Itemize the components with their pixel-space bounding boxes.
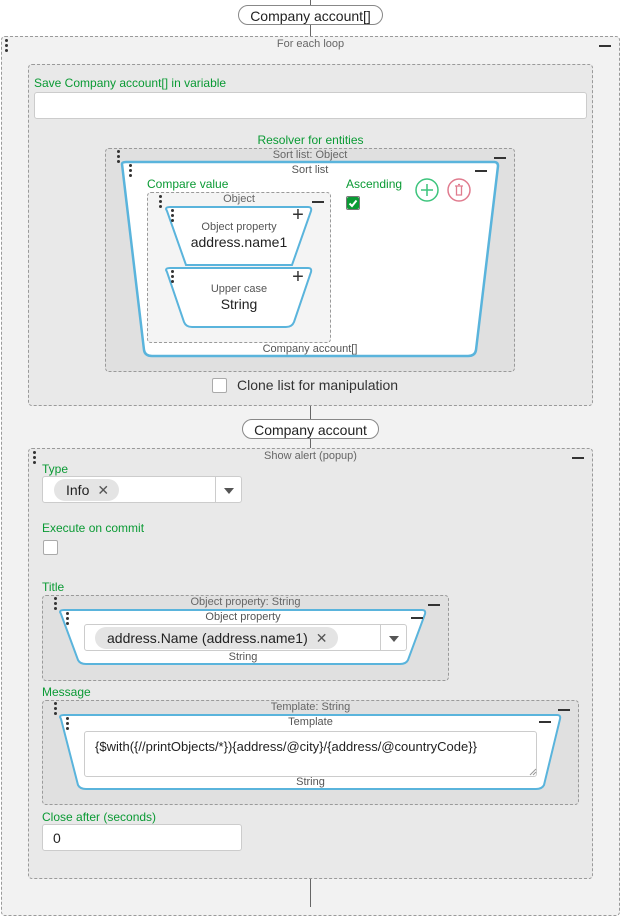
chevron-down-icon[interactable]	[224, 488, 234, 494]
type-label: Type	[42, 462, 69, 476]
title-object-property-box-title: Object property: String	[190, 596, 301, 608]
save-variable-label: Save Company account[] in variable	[34, 76, 227, 90]
sort-list-object-title: Sort list: Object	[272, 149, 348, 161]
object-property-shape	[164, 206, 313, 266]
plus-icon[interactable]: +	[292, 266, 304, 288]
drag-handle-icon[interactable]	[54, 702, 58, 717]
drag-handle-icon[interactable]	[66, 717, 70, 732]
message-template-title: Template	[288, 716, 333, 728]
select-divider	[380, 625, 381, 650]
title-type-label: String	[228, 651, 258, 663]
message-type-label: String	[296, 776, 325, 788]
upper-case-value: String	[220, 296, 258, 312]
delete-icon[interactable]	[447, 178, 471, 202]
object-property-title: Object property	[201, 221, 277, 233]
collapse-icon[interactable]	[539, 721, 551, 723]
compare-value-label: Compare value	[147, 177, 229, 191]
message-label: Message	[42, 685, 91, 699]
drag-handle-icon[interactable]	[66, 612, 70, 627]
upper-case-title: Upper case	[210, 283, 268, 295]
drag-handle-icon[interactable]	[171, 209, 175, 224]
sort-list-title: Sort list	[291, 164, 329, 176]
title-select[interactable]: address.Name (address.name1) ✕	[84, 624, 407, 651]
close-after-label: Close after (seconds)	[42, 810, 157, 824]
object-property-value: address.name1	[190, 234, 288, 250]
object-title: Object	[223, 193, 255, 205]
drag-handle-icon[interactable]	[5, 39, 9, 54]
execute-on-commit-label: Execute on commit	[42, 521, 145, 535]
resize-handle-icon[interactable]	[529, 768, 537, 776]
collapse-icon[interactable]	[494, 157, 506, 159]
title-object-property-title: Object property	[205, 611, 281, 623]
company-account-pill[interactable]: Company account	[242, 419, 379, 439]
remove-icon[interactable]: ✕	[315, 630, 328, 646]
collapse-icon[interactable]	[558, 709, 570, 711]
for-each-title: For each loop	[276, 38, 345, 50]
clone-list-label: Clone list for manipulation	[237, 377, 399, 393]
connector-line	[310, 439, 311, 449]
save-variable-input[interactable]	[34, 92, 587, 119]
collapse-icon[interactable]	[312, 201, 324, 203]
collapse-icon[interactable]	[599, 45, 611, 47]
message-template-text: {$with({//printObjects/*}){address/@city…	[95, 739, 477, 754]
close-after-value: 0	[53, 830, 61, 846]
plus-icon[interactable]: +	[292, 204, 304, 226]
drag-handle-icon[interactable]	[171, 270, 175, 285]
type-chip[interactable]: Info ✕	[54, 479, 120, 501]
connector-line	[310, 406, 311, 420]
execute-on-commit-checkbox[interactable]	[43, 540, 58, 555]
chevron-down-icon[interactable]	[389, 636, 399, 642]
type-chip-label: Info	[66, 482, 90, 498]
collapse-icon[interactable]	[411, 617, 423, 619]
collapse-icon[interactable]	[475, 170, 487, 172]
drag-handle-icon[interactable]	[129, 164, 133, 179]
title-chip[interactable]: address.Name (address.name1) ✕	[95, 627, 338, 649]
show-alert-title: Show alert (popup)	[264, 450, 357, 462]
ascending-label: Ascending	[346, 177, 403, 191]
connector-line	[310, 0, 311, 6]
company-account-list-pill[interactable]: Company account[]	[238, 5, 383, 25]
type-select[interactable]: Info ✕	[42, 476, 242, 503]
add-icon[interactable]	[415, 178, 439, 202]
upper-case-shape	[164, 267, 313, 328]
drag-handle-icon[interactable]	[54, 597, 58, 612]
collapse-icon[interactable]	[428, 604, 440, 606]
title-chip-label: address.Name (address.name1)	[107, 630, 308, 646]
title-label: Title	[42, 580, 65, 594]
close-after-input[interactable]: 0	[42, 824, 242, 851]
drag-handle-icon[interactable]	[159, 195, 163, 210]
connector-line	[310, 879, 311, 907]
select-divider	[215, 477, 216, 502]
drag-handle-icon[interactable]	[33, 451, 37, 466]
drag-handle-icon[interactable]	[117, 150, 121, 165]
message-template-textarea[interactable]: {$with({//printObjects/*}){address/@city…	[84, 731, 537, 777]
ascending-checkbox[interactable]	[346, 196, 360, 210]
remove-icon[interactable]: ✕	[97, 482, 110, 498]
message-template-box-title: Template: String	[270, 701, 351, 713]
checkmark-icon	[347, 197, 359, 209]
collapse-icon[interactable]	[572, 457, 584, 459]
company-account-list-label: Company account[]	[262, 343, 358, 355]
clone-list-checkbox[interactable]	[212, 378, 227, 393]
resolver-label: Resolver for entities	[257, 133, 364, 147]
